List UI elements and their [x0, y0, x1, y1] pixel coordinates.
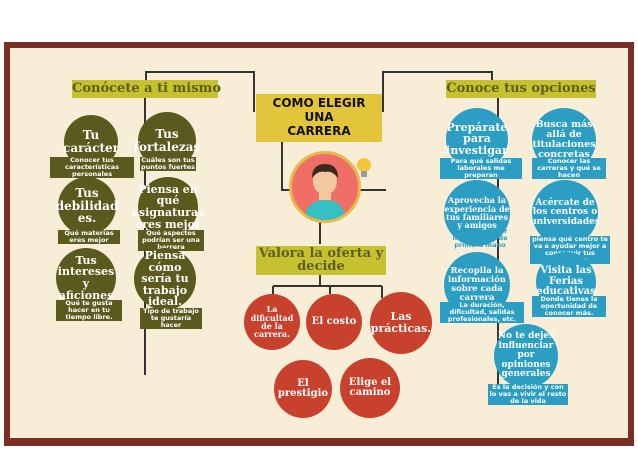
caption-preparate: Para qué salidas laborales me preparan — [440, 158, 522, 179]
node-elige-el-camino: Elige el camino — [340, 358, 400, 418]
node-piensa-asignaturas: Piensa en qué asignaturas eres mejor — [132, 177, 204, 237]
caption-piensa-asignaturas: Qué aspectos podrían ser una barrera — [138, 230, 204, 251]
main-title: COMO ELEGIR UNA CARRERA — [256, 94, 382, 142]
title-line-1: COMO ELEGIR — [272, 96, 366, 110]
caption-tus-intereses: Qué te gusta hacer en tu tiempo libre. — [56, 300, 122, 321]
node-trabajo-ideal: Piensa cómo sería tu trabajo ideal. — [134, 248, 196, 310]
center-banner: Valora la oferta y decide — [256, 246, 386, 275]
left-banner: Conócete a ti mismo — [72, 80, 221, 98]
lightbulb-icon — [355, 153, 373, 186]
node-no-te-dejes: No te dejes influenciar por opiniones ge… — [494, 324, 558, 388]
right-banner: Conoce tus opciones — [446, 80, 596, 98]
caption-tu-caracter: Conocer tus características personales — [50, 157, 134, 178]
node-acercate-centros: Acércate de los centros o universidades — [530, 180, 600, 246]
node-las-practicas: Las prácticas. — [370, 292, 432, 354]
node-el-costo: El costo — [306, 294, 362, 350]
caption-recopila-informacion: La duración, dificultad, salidas profesi… — [440, 302, 524, 323]
node-el-prestigio: El prestigio — [274, 360, 332, 418]
title-line-3: CARRERA — [287, 124, 351, 138]
node-dificultad-carrera: La dificultad de la carrera. — [244, 294, 300, 350]
caption-tus-debilidades: Qué materias eres mejor — [58, 230, 120, 244]
caption-trabajo-ideal: Tipo de trabajo te gustaría hacer — [140, 308, 202, 329]
center-banner-line-1: Valora la oferta y — [258, 246, 384, 261]
caption-tus-fortalezas: Cuáles son tus puntos fuertes — [140, 156, 196, 171]
caption-visita-ferias: Donde tienes la oportunidad de conocer m… — [532, 296, 606, 317]
node-aprovecha-experiencia: Aprovecha la experiencia de tus familiar… — [444, 180, 510, 246]
title-line-2: UNA — [304, 110, 334, 124]
node-tus-debilidades: Tus debilidad es. — [56, 177, 118, 235]
person-avatar-icon — [289, 151, 361, 223]
caption-no-te-dejes: Es la decisión y con lo vas a vivir el r… — [488, 383, 568, 405]
caption-busca-mas-alla: Conocer las carreras y qué se hacen — [532, 158, 606, 179]
caption-aprovecha-experiencia: para conseguir información de primera ma… — [452, 227, 508, 249]
node-tus-intereses: Tus intereses y aficiones — [56, 248, 116, 308]
center-banner-line-2: decide — [297, 259, 345, 274]
